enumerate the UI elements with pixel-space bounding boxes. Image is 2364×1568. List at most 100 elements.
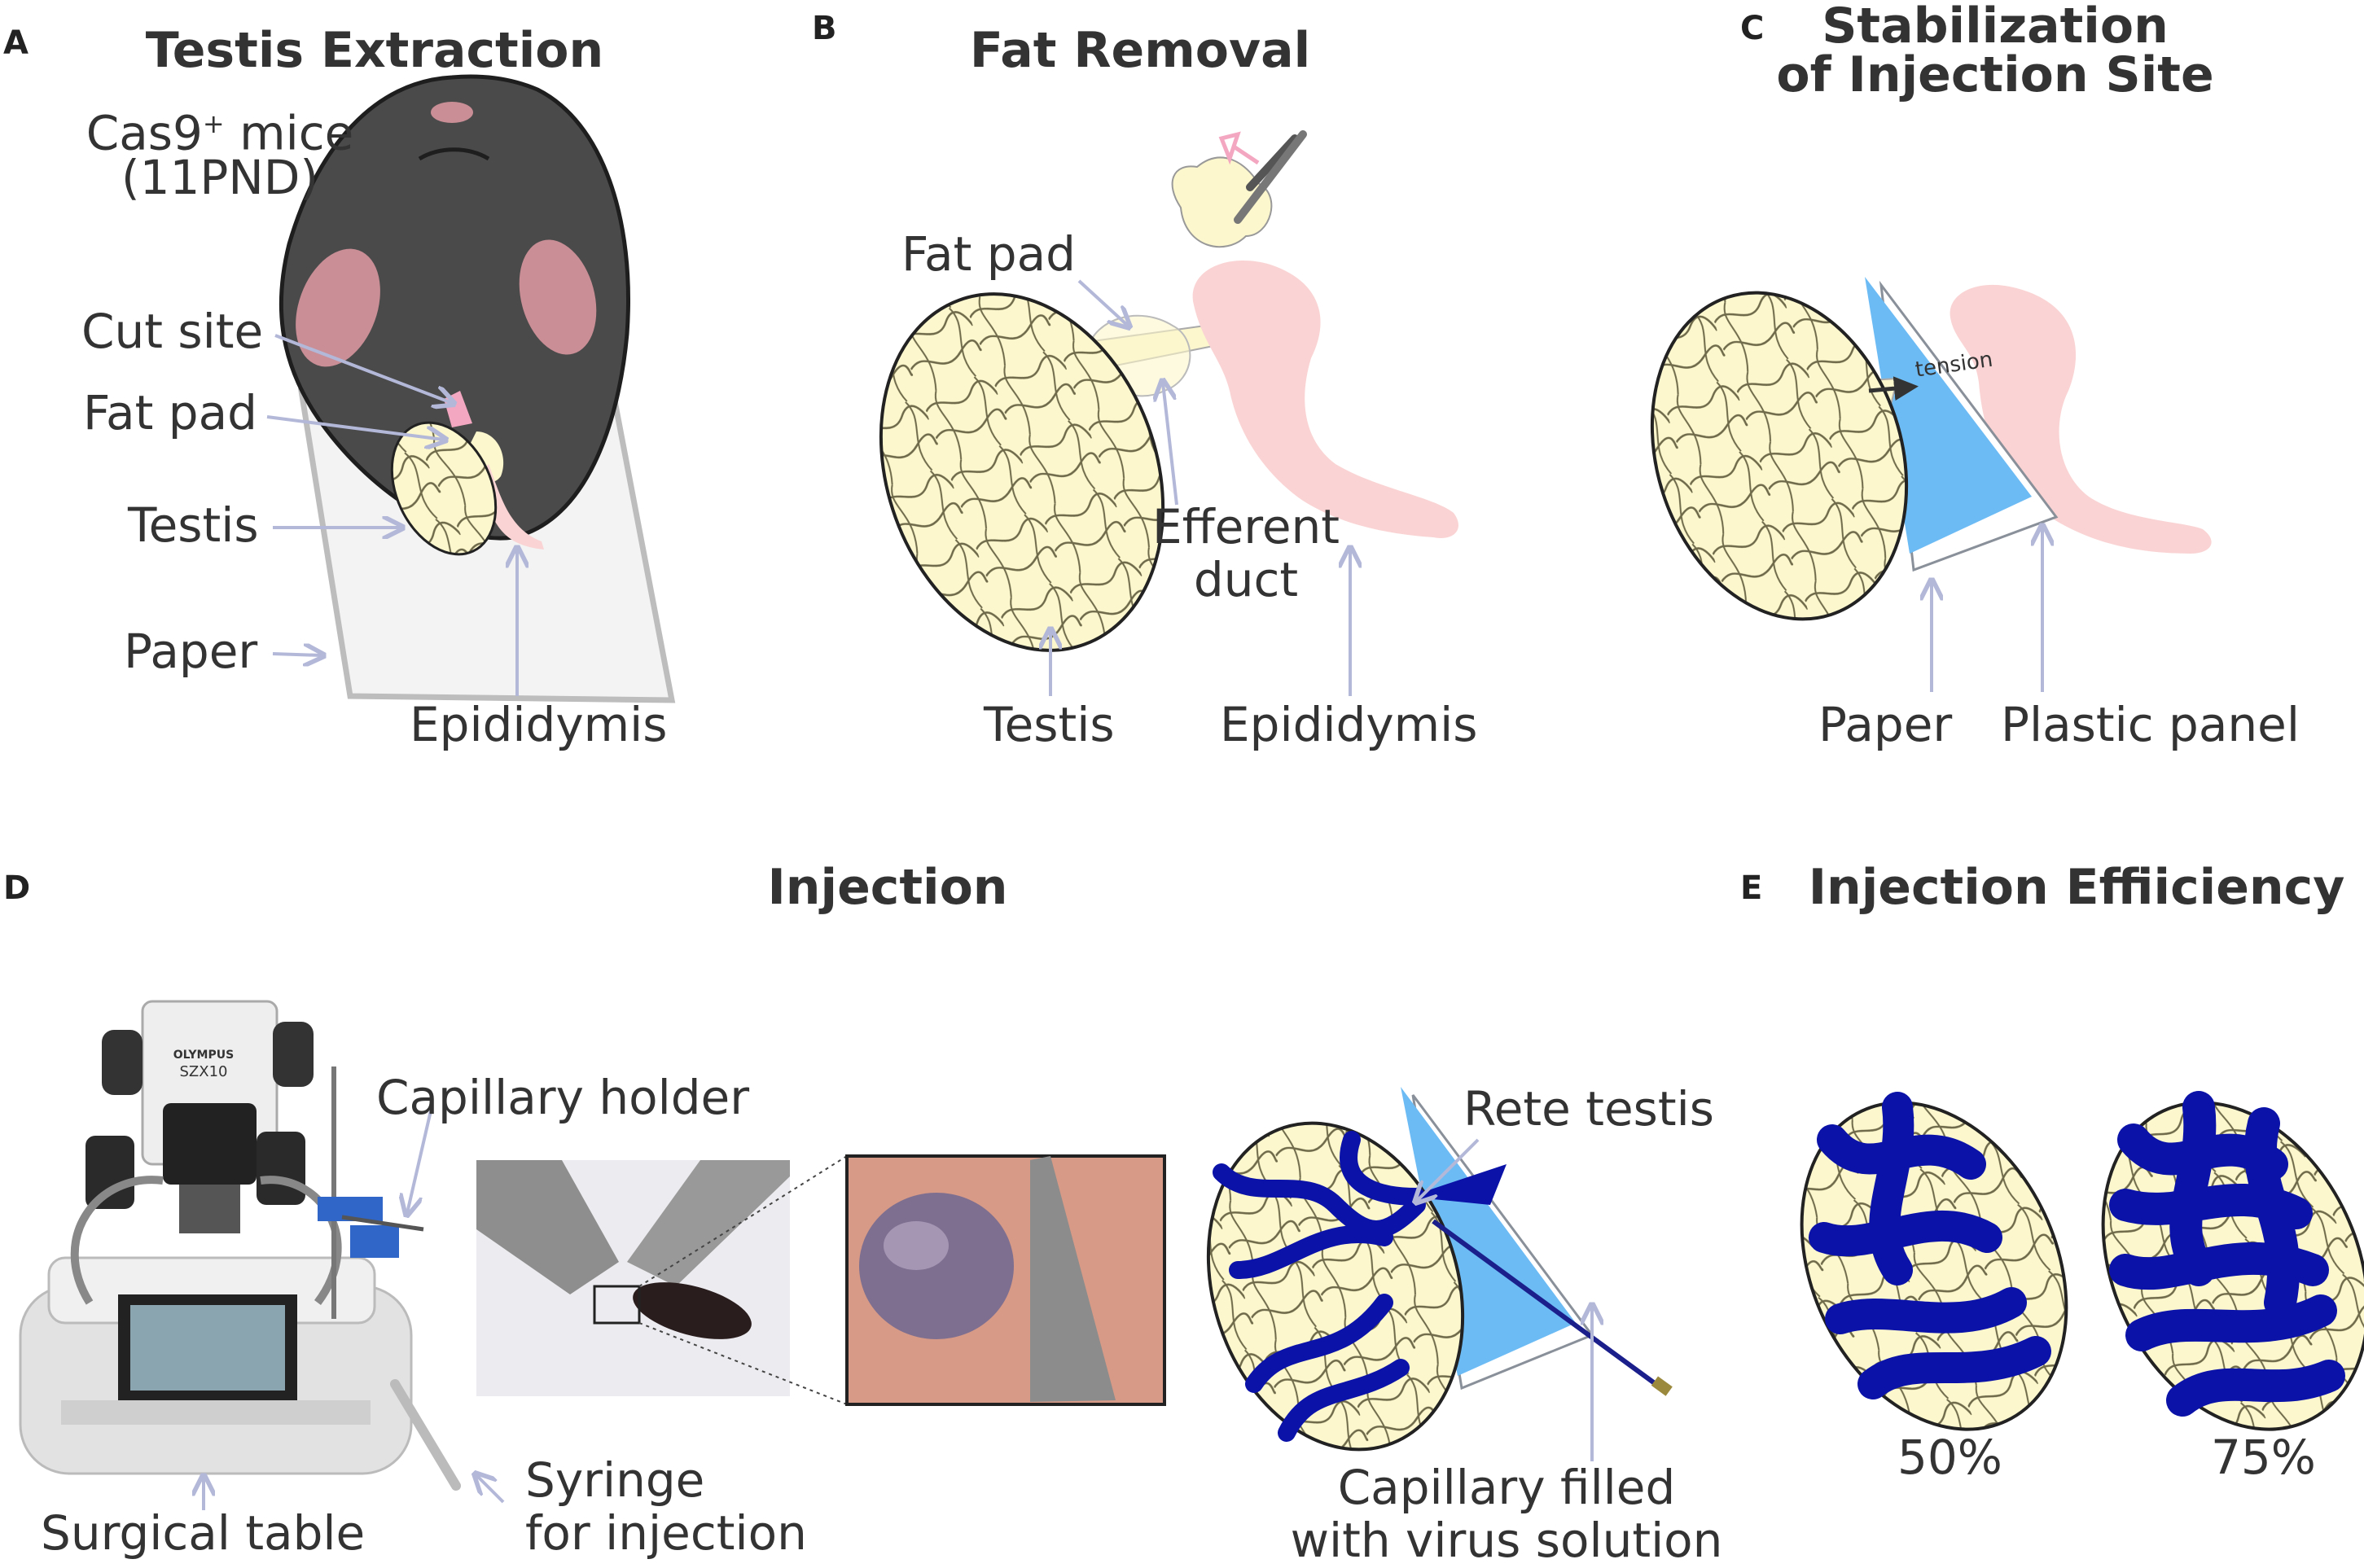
label-testis-b: Testis (984, 697, 1115, 752)
forceps-jaw-1 (1246, 134, 1299, 191)
microscope-front-slot (61, 1400, 371, 1425)
capillary-tip (1651, 1376, 1673, 1396)
coarse-knob-left (86, 1136, 134, 1209)
label-efferent: Efferent (1151, 499, 1340, 554)
panel-letter-e: E (1740, 869, 1763, 907)
panel-c-title-line2: of Injection Site (1776, 46, 2214, 103)
syringe (390, 1379, 461, 1491)
forceps-in-photo (1030, 1156, 1116, 1402)
label-epididymis-b: Epididymis (1220, 697, 1478, 752)
panel-d-drawing: OLYMPUS SZX10 (19, 1000, 1673, 1510)
holder-blue-block (350, 1225, 399, 1258)
panel-b-title: Fat Removal (969, 22, 1311, 79)
microscope-display-screen (130, 1305, 285, 1391)
injection-diagram (1206, 1087, 1673, 1452)
label-capillary-filled: Capillary filled (1337, 1460, 1676, 1515)
label-fat-pad-a: Fat pad (83, 385, 257, 440)
testis-b (879, 292, 1165, 652)
virus-fill-75 (2109, 1091, 2345, 1417)
panel-letter-a: A (3, 24, 29, 62)
virus-filled-tubules (1213, 1131, 1426, 1442)
testis-photo-highlight (884, 1221, 949, 1270)
label-duct: duct (1193, 552, 1299, 607)
surgery-photo (476, 1160, 790, 1396)
forceps-jaw-2 (1234, 130, 1307, 224)
microscope-body (163, 1103, 257, 1185)
panel-letter-c: C (1740, 10, 1765, 47)
tension-arrow (1868, 376, 1919, 401)
label-cut-site: Cut site (81, 304, 264, 359)
panel-b-drawing (879, 130, 1458, 696)
panel-e-title: Injection Effiiciency (1808, 859, 2345, 916)
removed-fat-pad (1171, 156, 1273, 248)
arrow-fat-pad-b (1077, 279, 1128, 326)
testis-photo (859, 1193, 1014, 1339)
panel-e-drawing (1800, 1091, 2364, 1431)
label-capillary-holder: Capillary holder (376, 1070, 750, 1125)
label-fat-pad-b: Fat pad (901, 226, 1076, 282)
microscope-photo: OLYMPUS SZX10 (19, 1000, 461, 1491)
label-75-percent: 75% (2211, 1430, 2316, 1485)
label-plastic-panel: Plastic panel (2001, 697, 2300, 752)
mouse-nose (431, 102, 473, 123)
label-cas9-sup: + (202, 108, 225, 139)
mouse-ear-right (519, 239, 597, 355)
scope-tube-right (627, 1160, 790, 1286)
panel-a-title: Testis Extraction (145, 22, 604, 79)
arrow-capillary-holder (407, 1106, 433, 1213)
panel-d-title: Injection (767, 859, 1008, 916)
label-testis-a: Testis (128, 497, 259, 553)
zoom-box (593, 1285, 641, 1325)
arrow-cut-site (274, 334, 452, 403)
panel-c-title-line1: Stabilization (1822, 0, 2169, 55)
virus-fill-50 (1809, 1092, 2051, 1399)
mouse-ear-left (296, 248, 380, 367)
microscope-model-text: SZX10 (180, 1063, 228, 1080)
label-mice: mice (224, 105, 354, 161)
zoom-photo (845, 1154, 1166, 1406)
holder-arm (341, 1215, 424, 1232)
arrow-syringe (476, 1475, 505, 1504)
focus-knob-right (273, 1022, 314, 1087)
label-rete-testis: Rete testis (1463, 1081, 1714, 1137)
arrow-efferent-duct (1163, 383, 1178, 506)
panel-letter-b: B (812, 10, 837, 47)
zoom-line-bottom (638, 1322, 848, 1405)
objective-lens (179, 1185, 240, 1233)
capillary (1432, 1219, 1663, 1391)
coarse-knob-right (257, 1132, 305, 1205)
label-50-percent: 50% (1897, 1430, 2002, 1485)
label-paper-a: Paper (124, 624, 258, 679)
light-guide-left (70, 1176, 164, 1305)
label-cas9-mice: Cas9+ mice (65, 98, 375, 159)
testis-a (390, 421, 498, 556)
epididymis-b (1192, 261, 1458, 538)
label-syringe: Syringe (525, 1452, 705, 1508)
panel-c-drawing (1650, 277, 2212, 692)
testis-c (1650, 291, 1909, 621)
epididymis-a (480, 464, 544, 550)
panel-letter-d: D (3, 869, 31, 907)
arrow-rete-testis (1417, 1138, 1480, 1201)
panel-a-drawing (266, 74, 676, 703)
mouse-in-photo (633, 1282, 752, 1339)
label-for-injection: for injection (525, 1505, 807, 1561)
label-cas9: Cas9 (86, 105, 203, 161)
focus-knob-left (102, 1030, 143, 1095)
scope-tube-left (476, 1160, 619, 1294)
testis-50-percent (1800, 1101, 2068, 1431)
arrow-paper-a (272, 654, 322, 655)
label-paper-c: Paper (1818, 697, 1953, 752)
epididymis-c (1950, 284, 2212, 554)
arrow-fat-pad-a (266, 415, 444, 440)
label-11pnd: (11PND) (121, 150, 319, 205)
label-surgical-table: Surgical table (41, 1505, 366, 1561)
label-epididymis-a: Epididymis (410, 697, 668, 752)
pull-arrow (1218, 131, 1260, 165)
label-with-virus-solution: with virus solution (1290, 1513, 1723, 1568)
mouse-mouth (418, 147, 490, 161)
mouse-body (279, 74, 631, 541)
microscope-brand-text: OLYMPUS (173, 1049, 234, 1062)
